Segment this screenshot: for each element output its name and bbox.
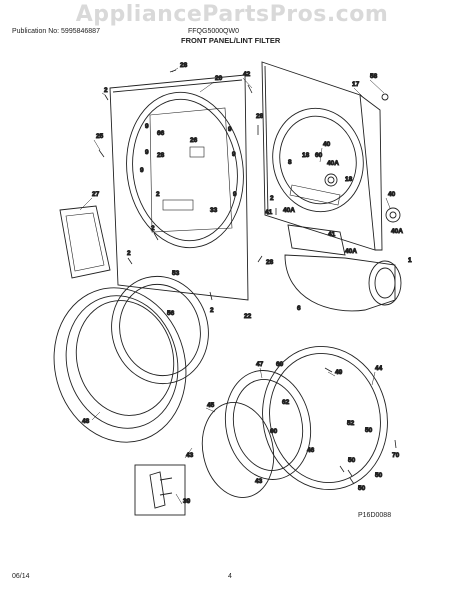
callout-label: 2 <box>156 191 160 198</box>
callout-label: 2 <box>104 87 108 94</box>
callout-label: 28 <box>256 113 264 120</box>
callout-label: 2 <box>270 195 274 202</box>
diagram-reference-code: P16D0088 <box>358 512 392 519</box>
callout-label: 9 <box>233 191 237 198</box>
callout-label: 50 <box>358 485 366 492</box>
front-panel-shape <box>109 74 249 301</box>
callout-label: 8 <box>288 159 292 166</box>
callout-label: 6 <box>297 305 301 312</box>
bulkhead-shape <box>261 61 383 251</box>
callout-label: 33 <box>210 207 218 214</box>
callout-label: 46 <box>307 447 315 454</box>
model-number: FFQG5000QW0 <box>188 28 239 35</box>
callout-label: 60 <box>315 152 323 159</box>
callout-label: 60 <box>276 361 284 368</box>
callout-label: 40 <box>388 191 396 198</box>
callout-label: 50 <box>365 427 373 434</box>
leader-lines <box>79 67 391 505</box>
callout-label: 40A <box>391 228 403 235</box>
callout-label: 40A <box>327 160 339 167</box>
callout-label: 27 <box>92 191 100 198</box>
callout-label: 17 <box>352 81 360 88</box>
callout-label: 28 <box>266 259 274 266</box>
callout-label: 45 <box>207 402 215 409</box>
callout-label: 22 <box>244 313 252 320</box>
callout-label: 9 <box>140 167 144 174</box>
callout-label: 66 <box>157 130 165 137</box>
door-ring-shape <box>53 287 187 443</box>
callout-label: 44 <box>375 365 383 372</box>
callout-label: 9 <box>145 149 149 156</box>
callout-label: 42 <box>243 71 251 78</box>
callout-label: 47 <box>256 361 264 368</box>
callout-label: 60 <box>270 428 278 435</box>
callout-label: 1 <box>408 257 412 264</box>
callout-label: 56 <box>167 310 175 317</box>
callout-label: 26 <box>190 137 198 144</box>
callout-label: 50 <box>348 457 356 464</box>
callout-label: 2 <box>151 225 155 232</box>
callout-label: 48 <box>82 418 90 425</box>
callout-label: 70 <box>392 452 400 459</box>
callout-label: 18 <box>345 176 353 183</box>
callout-label: 52 <box>347 420 355 427</box>
callout-label: 9 <box>228 126 232 133</box>
callout-label: 62 <box>282 399 290 406</box>
footer-date: 06/14 <box>12 573 30 580</box>
callout-label: 20 <box>215 75 223 82</box>
callout-label: 39 <box>183 498 191 505</box>
callout-label: 2 <box>210 307 214 314</box>
blower-duct-shape <box>284 93 402 312</box>
callout-label: 41 <box>328 231 336 238</box>
callout-label: 25 <box>96 133 104 140</box>
callout-label: 40A <box>283 207 295 214</box>
callout-label: 9 <box>145 123 149 130</box>
watermark: AppliancePartsPros.com <box>75 2 389 27</box>
callout-label: 43 <box>186 452 194 459</box>
door-trim-shape <box>111 275 209 385</box>
callout-label: 49 <box>335 369 343 376</box>
callout-label: 50 <box>375 472 383 479</box>
callout-label: 28 <box>157 152 165 159</box>
publication-number: Publication No: 5995846887 <box>12 28 100 35</box>
callout-label: 28 <box>180 62 188 69</box>
lint-filter-shape <box>59 205 111 279</box>
callout-label: 41 <box>265 209 273 216</box>
callout-label: 43 <box>255 478 263 485</box>
callout-label: 9 <box>232 151 236 158</box>
callout-label: 53 <box>172 270 180 277</box>
diagram-title: FRONT PANEL/LINT FILTER <box>181 36 281 45</box>
callout-label: 18 <box>302 152 310 159</box>
callout-label: 40A <box>345 248 357 255</box>
page-number: 4 <box>228 573 232 580</box>
door-glass-assembly-shape <box>201 345 388 498</box>
callout-label: 2 <box>127 250 131 257</box>
hinge-detail-box <box>134 464 186 516</box>
callout-label: 40 <box>323 141 331 148</box>
callout-label: 58 <box>370 73 378 80</box>
screw-markers <box>98 69 397 485</box>
